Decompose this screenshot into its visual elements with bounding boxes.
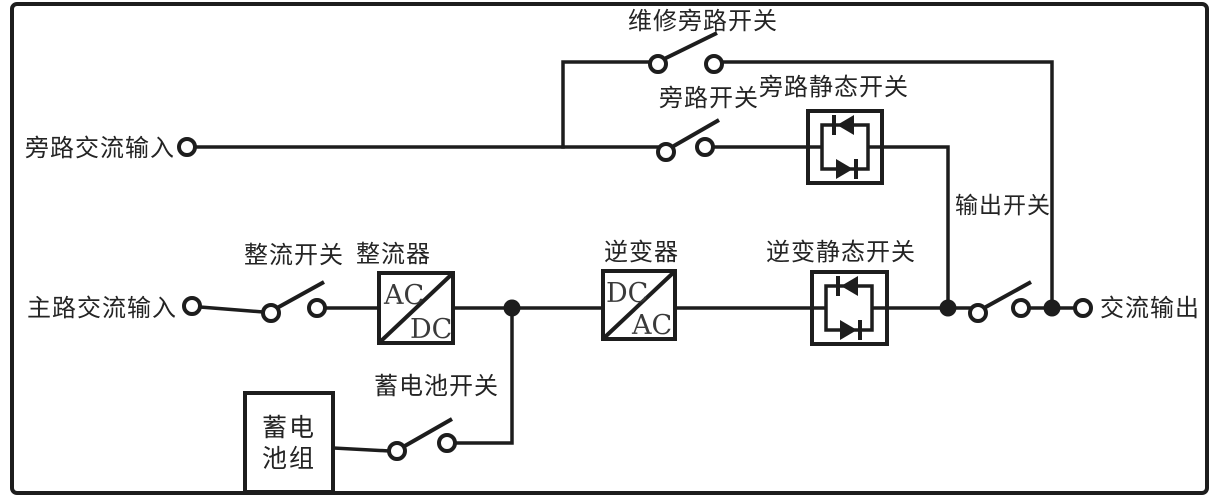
label-inverter: 逆变器	[604, 238, 679, 266]
battery-pack-box	[243, 391, 335, 494]
terminal-ac-output	[1073, 298, 1093, 318]
bypass-static-switch-symbol	[806, 109, 884, 185]
label-ac-output: 交流输出	[1100, 294, 1200, 322]
battery-pack-label: 蓄电 池组	[245, 393, 333, 492]
rectifier-box: AC DC	[377, 271, 455, 345]
rectifier-ac-text: AC	[383, 280, 424, 311]
label-bypass-switch: 旁路开关	[659, 84, 759, 112]
terminals	[177, 137, 1093, 318]
bypass-switch-symbol	[656, 118, 720, 162]
terminal-main-input	[182, 296, 202, 316]
junction-maintenance-join	[1043, 299, 1061, 317]
label-bypass-ac-input: 旁路交流输入	[25, 134, 175, 162]
wire-battery-vertical	[453, 306, 514, 445]
junction-bypass-join	[939, 299, 957, 317]
switches	[261, 31, 1032, 461]
wire-maintenance-bypass	[720, 60, 1054, 302]
inverter-box: DC AC	[601, 269, 677, 341]
battery-switch-symbol	[387, 417, 457, 461]
diagram-border	[10, 2, 1209, 495]
label-bypass-static-switch: 旁路静态开关	[759, 73, 909, 101]
thyristor-left-icon	[836, 276, 858, 296]
rectifier-switch-symbol	[261, 280, 327, 323]
battery-pack-label-line1: 蓄电	[261, 412, 316, 442]
rectifier-dc-text: DC	[410, 314, 452, 345]
label-main-ac-input: 主路交流输入	[27, 294, 177, 322]
inverter-static-switch-symbol	[810, 270, 889, 346]
junction-dots	[503, 299, 1061, 317]
label-output-switch: 输出开关	[955, 193, 1051, 219]
label-inverter-static-switch: 逆变静态开关	[766, 238, 916, 266]
thyristor-right-icon	[840, 320, 862, 340]
thyristor-right-icon	[836, 159, 858, 179]
inverter-ac-text: AC	[631, 310, 672, 341]
label-rectifier: 整流器	[356, 240, 431, 268]
label-maintenance-bypass-switch: 维修旁路开关	[628, 7, 778, 35]
inverter-dc-text: DC	[606, 278, 648, 309]
label-battery-switch: 蓄电池开关	[374, 372, 499, 400]
thyristor-left-icon	[832, 115, 854, 135]
maintenance-bypass-switch-symbol	[648, 31, 724, 74]
wire-maintenance-tap	[561, 60, 652, 149]
junction-dc-bus	[503, 299, 521, 317]
battery-pack-label-line2: 池组	[261, 443, 316, 473]
wire-main-input	[198, 305, 265, 314]
wire-bypass-out	[880, 145, 950, 302]
terminal-bypass-input	[177, 137, 197, 157]
label-rectifier-switch: 整流开关	[244, 241, 344, 269]
output-switch-symbol	[968, 280, 1032, 323]
wire-battery-link	[331, 446, 392, 453]
